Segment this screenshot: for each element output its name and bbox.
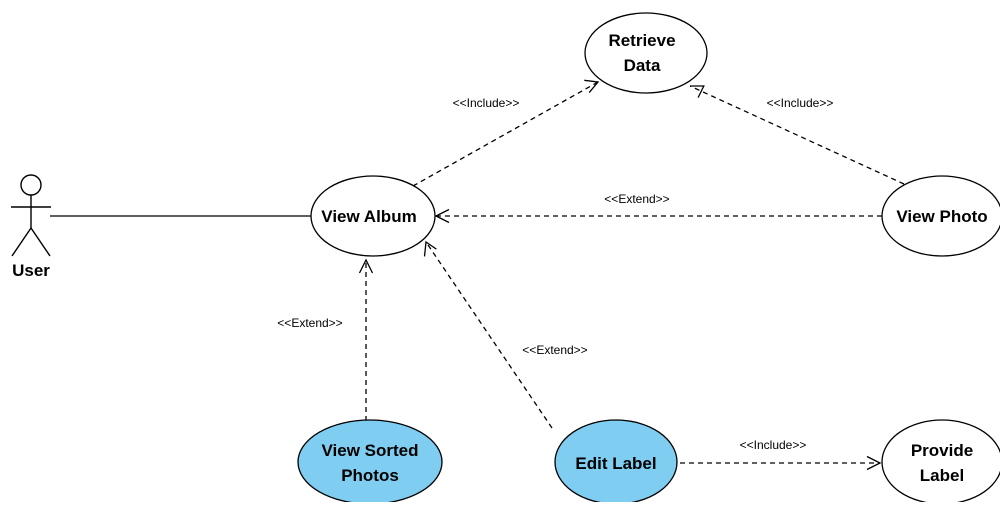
view-photo-use-case[interactable]	[881, 175, 1000, 257]
view-album-use-case[interactable]	[310, 175, 436, 257]
extend-line-edit-album	[425, 241, 553, 429]
arrowhead-album-from-sorted	[358, 258, 374, 274]
include-line-photo-retrieve	[689, 85, 905, 185]
arrowhead-retrieve-from-album	[584, 79, 600, 94]
edit-label-label: Edit Label	[575, 454, 656, 473]
view-sorted-photos-label-line1: View Sorted	[322, 441, 419, 460]
view-sorted-photos-label-line2: Photos	[341, 466, 399, 485]
include-label-edit-provide: <<Include>>	[740, 438, 807, 452]
retrieve-data-use-case[interactable]	[584, 12, 708, 94]
provide-label-use-case[interactable]	[881, 419, 1000, 505]
user-actor-label: User	[12, 261, 50, 280]
view-photo-label: View Photo	[896, 207, 987, 226]
arrowhead-provide-from-edit	[866, 455, 882, 471]
include-label-photo-retrieve: <<Include>>	[767, 96, 834, 110]
retrieve-data-label-line1: Retrieve	[608, 31, 675, 50]
view-sorted-photos-use-case[interactable]	[297, 419, 443, 505]
extend-label-sorted-album: <<Extend>>	[277, 316, 342, 330]
provide-label-label-line1: Provide	[911, 441, 973, 460]
arrowhead-retrieve-from-photo	[690, 85, 705, 98]
retrieve-data-label-line2: Data	[624, 56, 661, 75]
provide-label-label-line2: Label	[920, 466, 964, 485]
view-album-label: View Album	[321, 207, 416, 226]
extend-label-photo-album: <<Extend>>	[604, 192, 669, 206]
arrowhead-album-from-photo	[434, 208, 450, 224]
include-label-album-retrieve: <<Include>>	[453, 96, 520, 110]
user-actor-icon	[11, 174, 51, 257]
extend-label-edit-album: <<Extend>>	[522, 343, 587, 357]
arrowhead-album-from-edit	[423, 240, 437, 257]
